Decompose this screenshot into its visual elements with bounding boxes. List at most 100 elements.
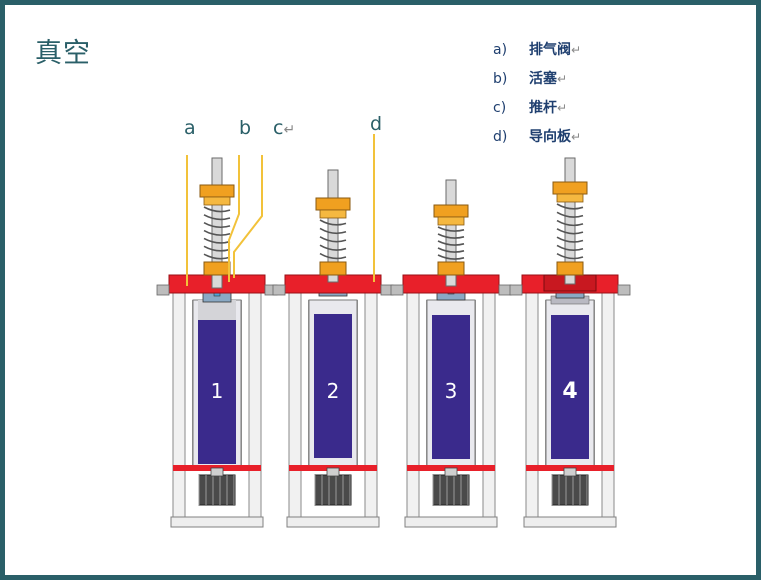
spring-coil [203,206,231,213]
gear-shaft [326,467,340,477]
clamp [498,284,512,296]
spring-collar [433,204,469,218]
legend-text: 推杆 [529,100,557,116]
spring-coil [319,244,347,251]
spring-coil [556,219,584,227]
legend-text: 导向板 [529,129,571,145]
leader-label-d: d [370,113,383,135]
cylinder-fluid [432,315,470,459]
spring-collar [319,209,347,219]
legend-key: b) [493,71,508,87]
clamp [390,284,404,296]
base-plate [523,516,617,528]
spring-collar [437,216,465,226]
legend-key: a) [493,42,508,58]
frame-column [248,291,262,519]
page-title: 真空 [35,38,91,69]
frame-column [172,291,186,519]
legend-item-piston: b) 活塞↵ [493,68,567,88]
spring-coil [319,252,347,260]
legend-item-guide-plate: d) 导向板↵ [493,126,581,146]
spring-coil [319,227,347,235]
spring-coil [437,247,465,253]
leader-label-a: a [184,117,196,139]
frame-column [288,291,302,519]
legend-item-push-rod: c) 推杆↵ [493,97,567,117]
spring-coil [437,226,465,232]
base-plate [170,516,264,528]
stage-number: 4 [562,379,577,404]
spring-coil [556,203,584,210]
stage-number: 3 [445,379,458,403]
clamp [617,284,631,296]
gear-shaft [563,467,577,477]
return-mark: ↵ [571,43,582,57]
clamp [272,284,286,296]
return-mark: ↵ [283,122,296,138]
cylinder-fluid [551,315,589,459]
gear-shaft [444,467,458,477]
frame-column [482,291,496,519]
vacuum-gap [198,300,236,320]
spring-coil [556,253,584,260]
spring-coil [203,229,231,236]
cylinder-fluid [198,320,236,464]
gear-shaft [210,467,224,477]
leader-label-c-text: c [273,117,284,139]
spring-collar [552,181,588,195]
frame-column [364,291,378,519]
spring-coil [437,240,465,246]
cylinder-fluid [314,314,352,458]
legend-key: c) [493,100,507,116]
spring-base [556,261,584,276]
pump-stage: 1 [156,157,278,528]
stage-number: 1 [211,379,224,403]
spring-coil [319,219,347,226]
legend-item-exhaust-valve: a) 排气阀↵ [493,39,581,59]
spring-coil [437,254,465,260]
spring-collar [203,196,231,206]
legend-text: 排气阀 [529,42,571,58]
spring-collar [315,197,351,211]
spring-coil [319,236,347,243]
clamp [156,284,170,296]
legend-text: 活塞 [529,71,557,87]
spring-coil [437,233,465,239]
spring-coil [556,228,584,235]
return-mark: ↵ [557,72,568,86]
frame-column [406,291,420,519]
spring-coil [203,222,231,229]
clamp [509,284,523,296]
gear [551,474,589,506]
spring-coil [556,211,584,218]
leader-label-c: c↵ [273,117,295,139]
leader-label-b: b [239,117,252,139]
leader-line-c [233,155,263,278]
base-plate [286,516,380,528]
push-rod [445,179,457,287]
stage-number: 2 [327,379,340,403]
spring-coil [203,253,231,260]
pump-stage: 2 [272,169,394,528]
spring-coil [203,245,231,252]
leader-line-b [228,155,240,282]
push-rod [211,157,223,289]
return-mark: ↵ [571,130,582,144]
spring-coil [556,236,584,243]
frame-column [601,291,615,519]
legend-key: d) [493,129,508,145]
spring-collar [199,184,235,198]
gear [314,474,352,506]
gear [432,474,470,506]
gear [198,474,236,506]
spring-base [437,261,465,276]
frame-column [525,291,539,519]
pump-stage: 3 [390,179,512,528]
base-plate [404,516,498,528]
spring-base [319,261,347,276]
return-mark: ↵ [557,101,568,115]
pump-stage: 4 [509,157,631,528]
push-rod [327,169,339,283]
spring-base [203,261,231,276]
spring-collar [556,193,584,203]
